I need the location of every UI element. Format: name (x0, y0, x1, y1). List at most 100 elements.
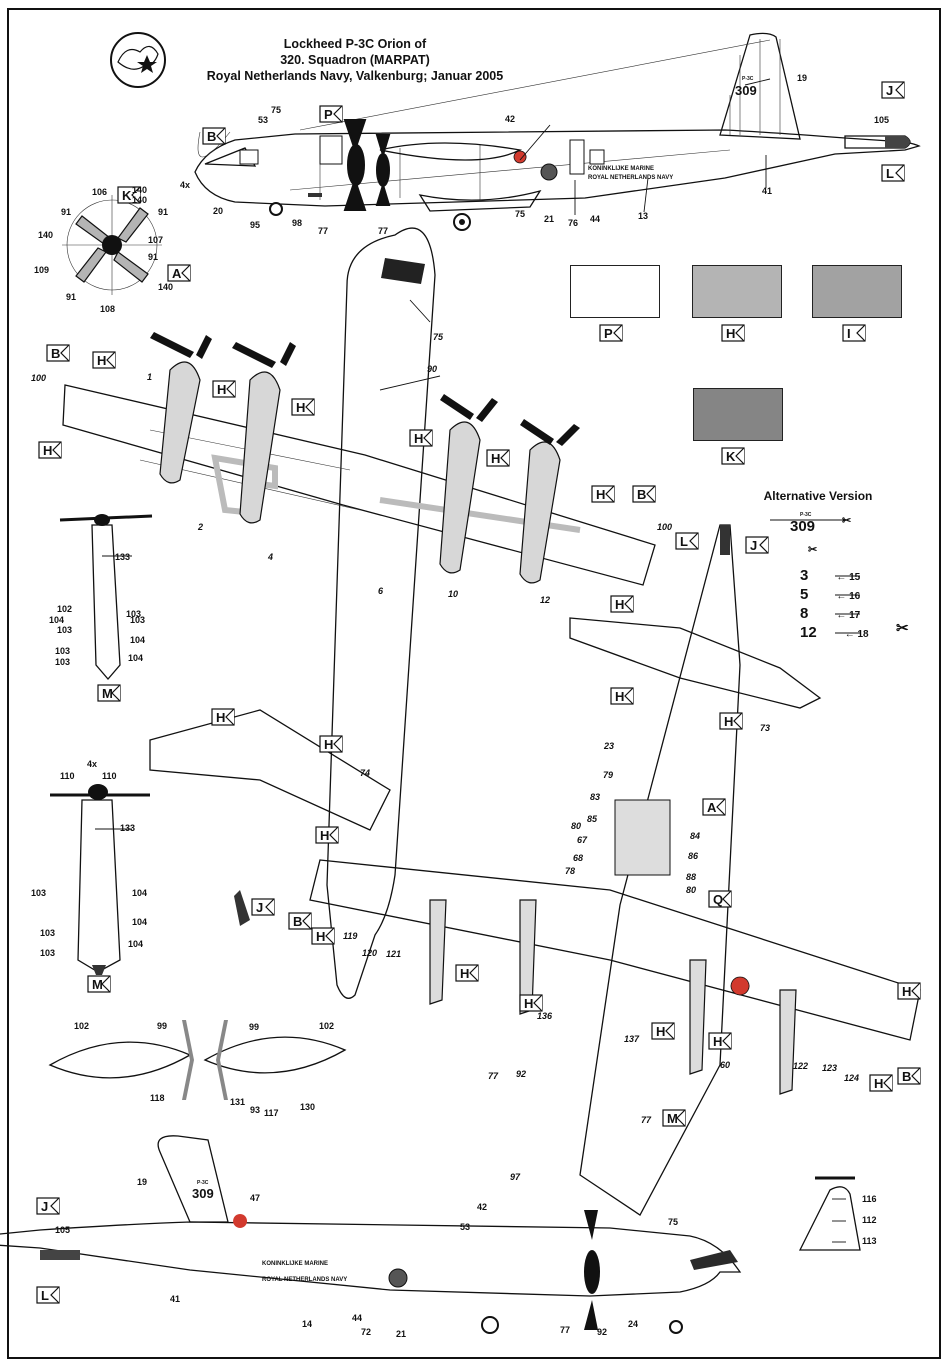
svg-text:P-3C: P-3C (800, 512, 812, 518)
reference-number: 102 (319, 1021, 334, 1031)
alternative-serial: 309 P-3C ✂ ✂ ✂ (790, 512, 909, 637)
reference-number: 103 (57, 625, 72, 635)
svg-text:M: M (102, 686, 113, 701)
reference-number: 108 (100, 304, 115, 314)
reference-number: 124 (844, 1073, 859, 1083)
reference-number: 67 (577, 835, 588, 845)
svg-text:H: H (43, 443, 52, 458)
reference-number: 44 (590, 214, 600, 224)
flag-M-bottom: M (662, 1109, 686, 1127)
reference-number: 140 (38, 230, 53, 240)
reference-number: 104 (128, 653, 143, 663)
flag-L-wing: L (675, 532, 699, 550)
reference-number: 75 (515, 209, 525, 219)
svg-text:H: H (460, 966, 469, 981)
squadron-badge-icon (110, 32, 166, 88)
reference-number: 95 (250, 220, 260, 230)
nacelle-underside-views (50, 514, 153, 975)
reference-number: 131 (230, 1097, 245, 1107)
side-view-left: KONINKLIJKE MARINE ROYAL NETHERLANDS NAV… (0, 1135, 861, 1334)
svg-text:P: P (324, 107, 333, 122)
reference-number: 112 (862, 1215, 877, 1225)
reference-number: 75 (271, 105, 281, 115)
svg-text:B: B (293, 914, 302, 929)
title-line-1: Lockheed P-3C Orion of (283, 37, 427, 51)
reference-number: 75 (668, 1217, 678, 1227)
reference-number: 42 (505, 114, 515, 124)
fuselage-text-lower-2: ROYAL NETHERLANDS NAVY (262, 1277, 347, 1283)
reference-number: 10 (448, 589, 458, 599)
reference-number: 113 (862, 1236, 877, 1246)
reference-number: 130 (300, 1102, 315, 1112)
reference-number: 104 (132, 917, 147, 927)
flag-P-swatch: P (599, 324, 623, 342)
flag-H-wing-5: H (409, 429, 433, 447)
reference-number: 116 (862, 1194, 877, 1204)
svg-text:H: H (596, 487, 605, 502)
reference-number: 47 (250, 1193, 260, 1203)
reference-number: 77 (378, 226, 388, 236)
reference-number: 105 (874, 115, 889, 125)
flag-L-lower-side: L (36, 1286, 60, 1304)
reference-number: 123 (822, 1063, 837, 1073)
svg-text:P: P (604, 326, 613, 341)
flag-B-wing-2: B (632, 485, 656, 503)
tail-serial: 309 (735, 83, 757, 98)
reference-number: 80 (571, 821, 581, 831)
flag-M-nacelle-a: M (97, 684, 121, 702)
reference-number: 4x (180, 180, 190, 190)
flag-B-bottom: B (288, 912, 312, 930)
swatch-H (692, 265, 782, 318)
reference-number: 53 (258, 115, 268, 125)
reference-number: 106 (92, 187, 107, 197)
reference-number: 86 (688, 851, 699, 861)
flag-M-nacelle-b: M (87, 975, 111, 993)
reference-number: 4 (267, 552, 273, 562)
reference-number: 107 (148, 235, 163, 245)
svg-text:H: H (316, 929, 325, 944)
reference-number: 99 (249, 1022, 259, 1032)
reference-number: 118 (150, 1093, 165, 1103)
svg-text:H: H (217, 382, 226, 397)
svg-text:H: H (726, 326, 735, 341)
reference-number: 12 (540, 595, 550, 605)
title-line-2: 320. Squadron (MARPAT) (280, 53, 430, 67)
reference-number: 92 (597, 1327, 607, 1337)
flag-H-bottom-7: H (897, 982, 921, 1000)
reference-number: 24 (628, 1319, 638, 1329)
reference-number: 74 (360, 768, 370, 778)
flag-H-tail-3: H (211, 708, 235, 726)
svg-text:H: H (615, 689, 624, 704)
reference-number: 99 (157, 1021, 167, 1031)
reference-number: 42 (477, 1202, 487, 1212)
svg-text:A: A (707, 800, 717, 815)
reference-number: 133 (120, 823, 135, 833)
svg-text:M: M (667, 1111, 678, 1126)
flag-K-swatch: K (721, 447, 745, 465)
fuselage-text-line1: KONINKLIJKE MARINE (588, 166, 654, 172)
flag-H-bottom-2: H (311, 927, 335, 945)
reference-number: 41 (762, 186, 772, 196)
svg-text:I: I (847, 326, 851, 341)
flag-H-wing-8: H (610, 595, 634, 613)
alt-row: 8← 17 (800, 605, 861, 622)
reference-number: 91 (66, 292, 76, 302)
flag-H-wing-1: H (92, 351, 116, 369)
reference-number: 110 (102, 771, 117, 781)
reference-number: 53 (460, 1222, 470, 1232)
scissors-icon: ✂ (808, 544, 817, 556)
reference-number: 102 (74, 1021, 89, 1031)
reference-number: 77 (641, 1115, 652, 1125)
reference-number: 136 (537, 1011, 553, 1021)
reference-number: 103 (40, 948, 55, 958)
flag-H-tail-4: H (319, 735, 343, 753)
svg-text:H: H (97, 353, 106, 368)
tail-serial-small: P-3C (742, 76, 754, 82)
flag-K-prop: K (117, 186, 141, 204)
alt-row: 3← 15 (800, 567, 861, 584)
flag-B-bottom-2: B (897, 1067, 921, 1085)
flag-H-bottom-8: H (869, 1074, 893, 1092)
flag-H-bottom-6: H (708, 1032, 732, 1050)
reference-number: 121 (386, 949, 401, 959)
reference-number: 117 (264, 1108, 279, 1118)
